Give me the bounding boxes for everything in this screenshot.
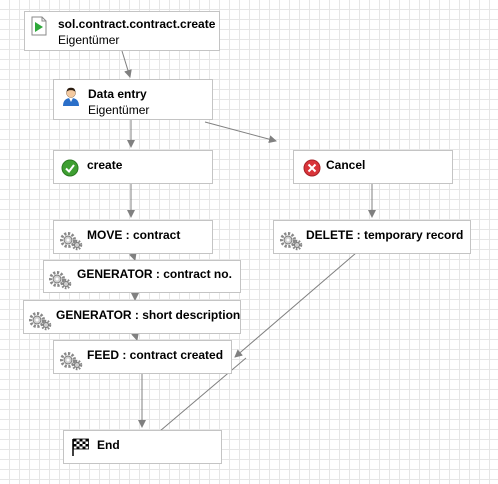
gear-icon: [29, 312, 52, 331]
node-generator-short-description[interactable]: GENERATOR : short description: [23, 300, 241, 334]
node-feed[interactable]: FEED : contract created: [53, 340, 232, 374]
node-move-title: MOVE : contract: [87, 228, 181, 242]
node-start-title: sol.contract.contract.create: [58, 17, 216, 31]
node-start[interactable]: sol.contract.contract.create Eigentümer: [24, 11, 220, 51]
edge-dataentry-to-cancel: [204, 121, 277, 144]
gear-icon: [49, 271, 72, 290]
node-data-entry[interactable]: Data entry Eigentümer: [53, 79, 213, 120]
start-play-icon: [31, 16, 47, 36]
node-move[interactable]: MOVE : contract: [53, 220, 213, 254]
node-generator-short-description-title: GENERATOR : short description: [56, 308, 241, 322]
gear-icon: [280, 232, 303, 251]
checkered-flag-icon: [72, 438, 89, 456]
node-delete[interactable]: DELETE : temporary record: [273, 220, 471, 254]
node-end[interactable]: End: [63, 430, 222, 464]
edge-delete-to-feed: [234, 252, 357, 358]
node-start-subtitle: Eigentümer: [58, 33, 120, 47]
gear-icon: [60, 232, 83, 251]
edge-move-to-gen-no: [128, 252, 137, 261]
node-cancel[interactable]: Cancel: [293, 150, 453, 184]
node-feed-title: FEED : contract created: [87, 348, 224, 362]
node-data-entry-subtitle: Eigentümer: [88, 103, 150, 117]
gear-icon: [60, 352, 83, 371]
node-generator-contract-no-title: GENERATOR : contract no.: [77, 267, 232, 281]
node-delete-title: DELETE : temporary record: [306, 228, 464, 242]
node-create-title: create: [87, 158, 123, 172]
node-generator-contract-no[interactable]: GENERATOR : contract no.: [43, 260, 241, 293]
edge-start-to-dataentry: [121, 50, 132, 78]
check-icon: [61, 159, 79, 177]
cancel-icon: [303, 159, 321, 177]
user-icon: [63, 87, 79, 106]
edge-gen-desc-to-feed: [131, 332, 139, 341]
node-cancel-title: Cancel: [326, 158, 366, 172]
node-create[interactable]: create: [53, 150, 213, 184]
node-end-title: End: [97, 438, 120, 452]
node-data-entry-title: Data entry: [88, 87, 147, 101]
